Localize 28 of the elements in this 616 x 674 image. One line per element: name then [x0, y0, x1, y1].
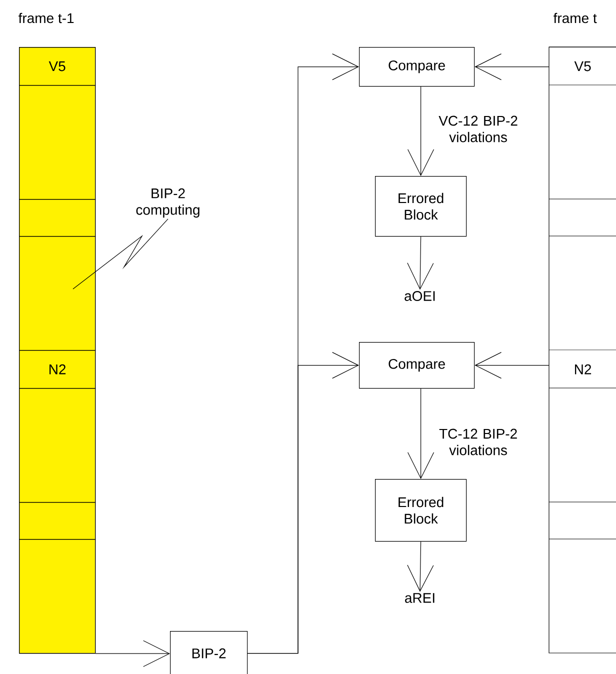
frame-cell	[19, 236, 96, 351]
edge-label: TC-12 BIP-2 violations	[439, 428, 517, 456]
frame-cell: V5	[548, 46, 616, 72]
arrow	[474, 352, 550, 379]
node-label: frame t-1	[18, 12, 74, 24]
process-box: Compare	[359, 47, 475, 87]
arrow	[408, 388, 434, 479]
process-box: Compare	[359, 342, 475, 389]
output-label: aOEI	[404, 291, 435, 301]
frame-cell	[19, 85, 96, 200]
process-box: Errored Block	[375, 176, 467, 237]
output-label: aREI	[405, 593, 434, 603]
frame-cell: N2	[548, 350, 616, 374]
annotation-text: BIP-2 computing	[136, 188, 200, 218]
arrow	[95, 640, 170, 667]
edge-label: VC-12 BIP-2 violations	[438, 116, 518, 142]
arrow	[474, 54, 550, 80]
arrow	[408, 86, 434, 176]
frame-cell	[19, 539, 96, 654]
frame-cell	[19, 199, 96, 237]
arrow	[247, 352, 359, 654]
frame-cell: V5	[19, 47, 96, 86]
frame-cell	[19, 502, 96, 540]
frame-cell: N2	[19, 350, 96, 389]
frame-cell	[19, 388, 96, 503]
process-box: Errored Block	[375, 479, 467, 542]
process-box: BIP-2	[170, 631, 248, 674]
leader-line	[72, 218, 168, 290]
